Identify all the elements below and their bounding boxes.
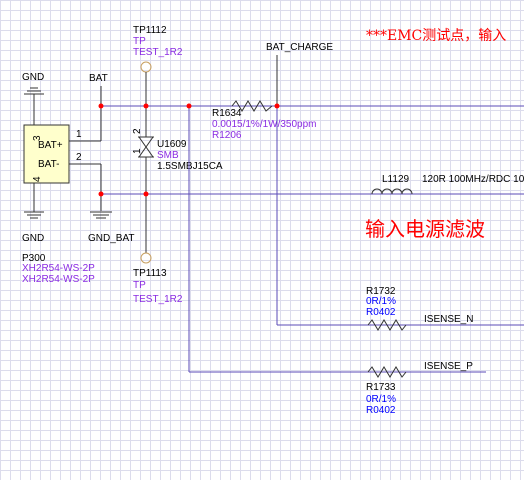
tp1112-ref: TP1112 — [133, 25, 167, 36]
l1129-value: 120R 100MHz/RDC 10m — [422, 174, 524, 185]
gnd-symbol-bottom: GND — [22, 211, 44, 244]
r1733-footprint: R0402 — [366, 405, 396, 416]
bat-net-label: BAT — [89, 73, 108, 84]
u1609-ref: U1609 — [157, 139, 187, 150]
junction-dot — [143, 103, 149, 109]
bat-charge-net-label: BAT_CHARGE — [266, 42, 333, 53]
section-title: 输入电源滤波 — [365, 217, 485, 241]
l1129-ref: L1129 — [382, 174, 410, 185]
u1609-package: SMB — [157, 150, 179, 161]
r1634-symbol — [231, 100, 273, 112]
r1732-ref: R1732 — [366, 286, 396, 297]
junction-dot — [143, 191, 149, 197]
connector-p300: 3 4 BAT+ BAT- 1 2 — [23, 113, 101, 212]
tp1113-footprint: TEST_1R2 — [133, 294, 183, 305]
u1609-pin2: 2 — [132, 128, 143, 134]
junctions — [98, 103, 280, 197]
tp1112-footprint: TEST_1R2 — [133, 47, 183, 58]
tp1113-ref: TP1113 — [133, 268, 167, 279]
gnd-label-top: GND — [22, 72, 44, 83]
r1634-value: 0.0015/1%/1W/350ppm — [212, 119, 317, 130]
connector-value: XH2R54-WS-2P — [22, 263, 95, 274]
tp1113-symbol — [140, 252, 152, 264]
r1733-symbol — [367, 366, 407, 378]
connector-footprint: XH2R54-WS-2P — [22, 274, 95, 285]
gnd-bat-symbol — [90, 211, 112, 219]
isense-p-net-label: ISENSE_P — [424, 361, 473, 372]
r1733-value: 0R/1% — [366, 394, 396, 405]
gnd-bat-net-label: GND_BAT — [88, 233, 135, 244]
connector-pin4: 4 — [32, 176, 43, 182]
u1609-pin1: 1 — [132, 148, 143, 154]
gnd-symbol-top: GND — [22, 72, 44, 113]
u1609-symbol — [138, 106, 154, 253]
l1129-symbol — [371, 188, 413, 195]
tp1112-symbol — [140, 61, 152, 106]
tp1112-value: TP — [133, 36, 146, 47]
connector-label-bat-neg: BAT- — [38, 159, 59, 170]
tp1113-value: TP — [133, 280, 146, 291]
connector-ref: P300 — [22, 253, 46, 264]
junction-dot — [98, 103, 104, 109]
junction-dot — [274, 103, 280, 109]
r1732-footprint: R0402 — [366, 307, 396, 318]
r1634-ref: R1634 — [212, 108, 242, 119]
isense-n-net-label: ISENSE_N — [424, 314, 473, 325]
emc-note: ***EMC测试点，输入 — [366, 28, 506, 44]
r1634-footprint: R1206 — [212, 130, 242, 141]
junction-dot — [186, 103, 192, 109]
junction-dot — [98, 191, 104, 197]
connector-pin3: 3 — [32, 135, 43, 141]
connector-wire-pin2: 2 — [76, 152, 82, 163]
r1732-value: 0R/1% — [366, 296, 396, 307]
gnd-label-bottom: GND — [22, 233, 44, 244]
r1733-ref: R1733 — [366, 382, 396, 393]
connector-wire-pin1: 1 — [76, 129, 82, 140]
connector-label-bat-pos: BAT+ — [38, 140, 63, 151]
r1732-symbol — [367, 319, 407, 331]
u1609-part: 1.5SMBJ15CA — [157, 161, 223, 172]
